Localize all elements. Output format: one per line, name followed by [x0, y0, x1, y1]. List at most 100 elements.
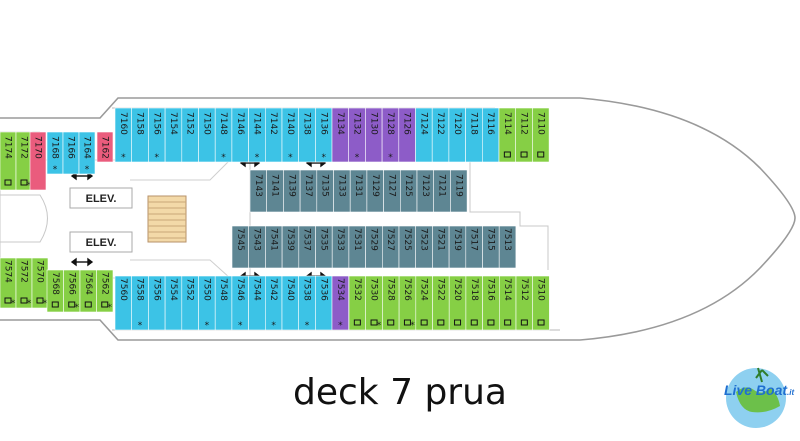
- cabin-7552[interactable]: 7552: [181, 275, 199, 331]
- cabin-7512[interactable]: 7512: [515, 275, 534, 331]
- cabin-7128[interactable]: 7128*: [381, 107, 400, 163]
- cabin-7545[interactable]: 7545: [231, 225, 250, 269]
- cabin-7131[interactable]: 7131: [349, 169, 368, 213]
- cabin-7136[interactable]: 7136*: [315, 107, 333, 163]
- cabin-7541[interactable]: 7541: [265, 225, 283, 269]
- cabin-7517[interactable]: 7517: [465, 225, 483, 269]
- cabin-7523[interactable]: 7523: [415, 225, 433, 269]
- cabin-7172[interactable]: 7172*: [15, 131, 33, 191]
- cabin-7144[interactable]: 7144*: [248, 107, 266, 163]
- cabin-7525[interactable]: 7525: [398, 225, 417, 269]
- cabin-7119[interactable]: 7119: [450, 169, 468, 213]
- cabin-7112[interactable]: 7112: [515, 107, 533, 163]
- cabin-7166[interactable]: 7166: [62, 131, 80, 175]
- cabin-7531[interactable]: 7531: [348, 225, 366, 269]
- cabin-7126[interactable]: 7126: [398, 107, 416, 163]
- cabin-7536[interactable]: 7536: [315, 275, 333, 331]
- cabin-7568[interactable]: 7568: [46, 269, 64, 313]
- cabin-7142[interactable]: 7142: [264, 107, 283, 163]
- cabin-7139[interactable]: 7139: [283, 169, 301, 213]
- cabin-7125[interactable]: 7125: [399, 169, 418, 213]
- cabin-7535[interactable]: 7535: [315, 225, 333, 269]
- cabin-7520[interactable]: 7520: [448, 275, 467, 331]
- cabin-7529[interactable]: 7529: [365, 225, 383, 269]
- cabin-7543[interactable]: 7543: [248, 225, 266, 269]
- cabin-7527[interactable]: 7527: [381, 225, 400, 269]
- cabin-7138[interactable]: 7138: [298, 107, 316, 163]
- cabin-7134[interactable]: 7134: [331, 107, 350, 163]
- cabin-7129[interactable]: 7129: [366, 169, 384, 213]
- cabin-7146[interactable]: 7146: [231, 107, 249, 163]
- cabin-7521[interactable]: 7521: [432, 225, 450, 269]
- cabin-7137[interactable]: 7137: [299, 169, 318, 213]
- inner-corridor-outline: [469, 158, 549, 270]
- cabin-7158[interactable]: 7158: [131, 107, 149, 163]
- cabin-7538[interactable]: 7538*: [298, 275, 316, 331]
- cabin-7514[interactable]: 7514: [498, 275, 517, 331]
- cabin-7550[interactable]: 7550*: [198, 275, 216, 331]
- cabin-7532[interactable]: 7532: [348, 275, 367, 331]
- cabin-7566[interactable]: 7566*: [63, 269, 81, 313]
- cabin-7168[interactable]: 7168*: [46, 131, 64, 175]
- cabin-7140[interactable]: 7140*: [281, 107, 300, 163]
- cabin-7522[interactable]: 7522: [432, 275, 450, 331]
- cabin-7537[interactable]: 7537: [298, 225, 316, 269]
- cabin-7141[interactable]: 7141: [266, 169, 284, 213]
- cabin-7572[interactable]: 7572*: [15, 257, 33, 309]
- cabin-7152[interactable]: 7152: [181, 107, 199, 163]
- cabin-7518[interactable]: 7518: [465, 275, 483, 331]
- cabin-7524[interactable]: 7524: [415, 275, 433, 331]
- cabin-7123[interactable]: 7123: [416, 169, 435, 213]
- cabin-7135[interactable]: 7135: [316, 169, 334, 213]
- cabin-7118[interactable]: 7118: [465, 107, 483, 163]
- cabin-7528[interactable]: 7528: [382, 275, 400, 331]
- cabin-7116[interactable]: 7116: [481, 107, 500, 163]
- cabin-7540[interactable]: 7540: [281, 275, 300, 331]
- cabin-7564[interactable]: 7564: [79, 269, 97, 313]
- cabin-7162[interactable]: 7162: [96, 131, 114, 163]
- cabin-7170[interactable]: 7170: [29, 131, 47, 191]
- cabin-7143[interactable]: 7143: [249, 169, 268, 213]
- cabin-7542[interactable]: 7542*: [264, 275, 283, 331]
- cabin-7127[interactable]: 7127: [383, 169, 401, 213]
- cabin-7556[interactable]: 7556: [148, 275, 166, 331]
- cabin-7148[interactable]: 7148*: [214, 107, 233, 163]
- cabin-7130[interactable]: 7130: [365, 107, 383, 163]
- cabin-7160[interactable]: 7160*: [114, 107, 133, 163]
- cabin-7150[interactable]: 7150: [198, 107, 216, 163]
- cabin-7554[interactable]: 7554: [164, 275, 183, 331]
- cabin-number: 7523: [419, 228, 429, 251]
- cabin-7132[interactable]: 7132*: [348, 107, 366, 163]
- cabin-7574[interactable]: 7574*: [0, 257, 17, 309]
- cabin-7121[interactable]: 7121: [433, 169, 451, 213]
- cabin-7122[interactable]: 7122: [431, 107, 450, 163]
- cabin-7560[interactable]: 7560: [114, 275, 133, 331]
- cabin-7510[interactable]: 7510: [532, 275, 550, 331]
- cabin-7534[interactable]: 7534*: [331, 275, 350, 331]
- cabin-7548[interactable]: 7548: [214, 275, 233, 331]
- cabin-7544[interactable]: 7544: [248, 275, 266, 331]
- cabin-number: 7131: [353, 174, 363, 197]
- cabin-7174[interactable]: 7174: [0, 131, 17, 191]
- cabin-7154[interactable]: 7154: [164, 107, 183, 163]
- cabin-7124[interactable]: 7124: [415, 107, 433, 163]
- cabin-7164[interactable]: 7164*: [78, 131, 96, 175]
- cabin-7513[interactable]: 7513: [498, 225, 517, 269]
- cabin-7110[interactable]: 7110: [532, 107, 550, 163]
- cabin-7533[interactable]: 7533: [331, 225, 350, 269]
- cabin-7156[interactable]: 7156*: [148, 107, 166, 163]
- cabin-7120[interactable]: 7120: [448, 107, 466, 163]
- cabin-7570[interactable]: 7570*: [31, 257, 49, 309]
- cabin-7526[interactable]: 7526*: [398, 275, 417, 331]
- cabin-7515[interactable]: 7515: [482, 225, 500, 269]
- cabin-7133[interactable]: 7133: [333, 169, 351, 213]
- cabin-7114[interactable]: 7114: [498, 107, 517, 163]
- cabin-7562[interactable]: 7562*: [96, 269, 114, 313]
- cabin-7519[interactable]: 7519: [448, 225, 467, 269]
- cabin-7530[interactable]: 7530*: [365, 275, 383, 331]
- cabin-7546[interactable]: 7546*: [231, 275, 249, 331]
- cabin-7558[interactable]: 7558*: [131, 275, 149, 331]
- cabin-7539[interactable]: 7539: [281, 225, 300, 269]
- cabin-number: 7134: [335, 112, 345, 135]
- cabin-7516[interactable]: 7516: [482, 275, 500, 331]
